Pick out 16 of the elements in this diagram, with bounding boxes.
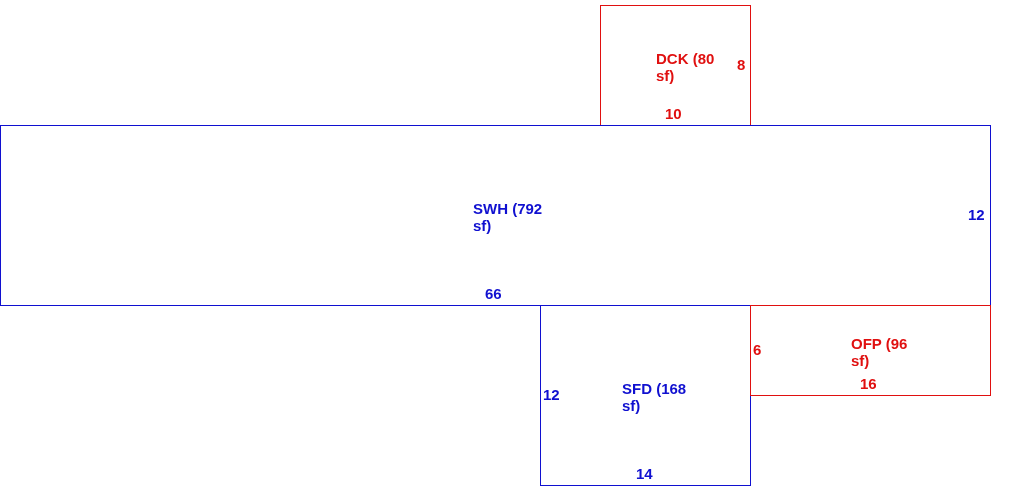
dimension-label: 6 — [753, 341, 762, 358]
dimension-label: 16 — [860, 375, 877, 392]
room-label: SFD (168 sf) — [622, 380, 688, 414]
room-outline — [540, 305, 751, 486]
dimension-label: 10 — [665, 105, 682, 122]
dimension-label: 12 — [543, 386, 560, 403]
room-label: DCK (80 sf) — [656, 50, 716, 84]
dimension-label: 14 — [636, 465, 653, 482]
room-outline — [600, 5, 751, 126]
room-outline — [750, 305, 991, 396]
dimension-label: 8 — [737, 56, 746, 73]
room-label: OFP (96 sf) — [851, 335, 909, 369]
dimension-label: 66 — [485, 285, 502, 302]
room-outline — [0, 125, 991, 306]
room-label: SWH (792 sf) — [473, 200, 543, 234]
dimension-label: 12 — [968, 206, 985, 223]
